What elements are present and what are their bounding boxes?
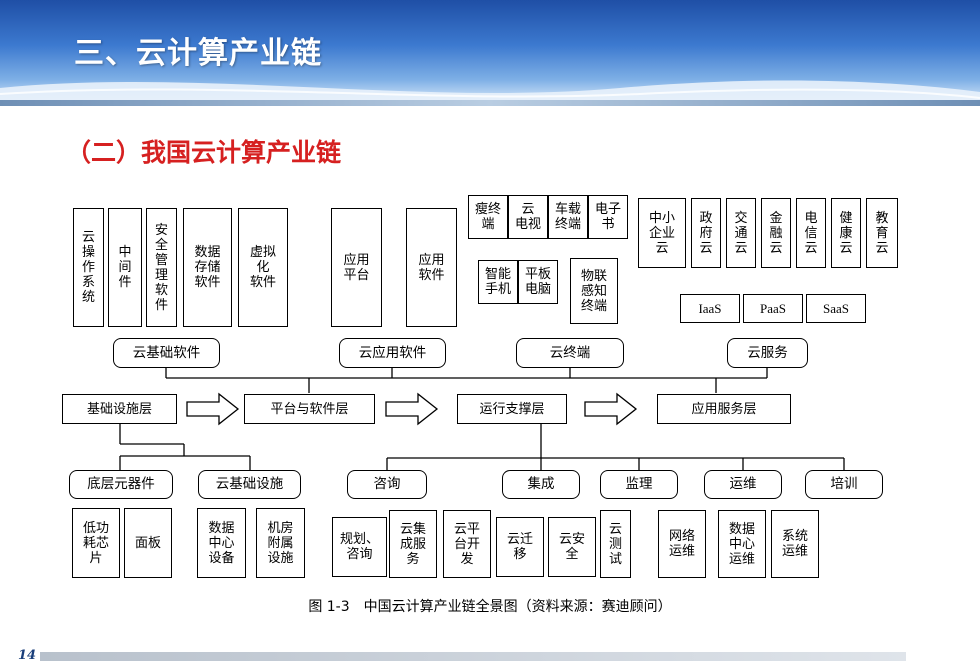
layer-infrastructure: 基础设施层	[62, 394, 177, 424]
arrow-1	[186, 392, 240, 426]
page-number: 14	[18, 648, 37, 663]
node-system-operations: 系统 运维	[771, 510, 819, 578]
node-sme-cloud: 中小 企业 云	[638, 198, 686, 268]
label-cloud-service: 云服务	[727, 338, 808, 368]
node-datacenter-operations: 数据 中心 运维	[718, 510, 766, 578]
node-health-cloud: 健 康 云	[831, 198, 861, 268]
label-operations: 运维	[704, 470, 782, 499]
node-telecom-cloud: 电 信 云	[796, 198, 826, 268]
node-panel: 面板	[124, 508, 172, 578]
node-gov-cloud: 政 府 云	[691, 198, 721, 268]
layer-platform-software: 平台与软件层	[244, 394, 375, 424]
node-ebook: 电子 书	[588, 195, 628, 239]
label-supervision: 监理	[600, 470, 678, 499]
footer-bar	[40, 652, 906, 661]
node-smartphone: 智能 手机	[478, 260, 518, 304]
node-cloud-tv: 云 电视	[508, 195, 548, 239]
node-saas: SaaS	[806, 294, 866, 323]
node-app-platform: 应用 平台	[331, 208, 382, 327]
node-paas: PaaS	[743, 294, 803, 323]
node-cloud-integration-service: 云集 成服 务	[389, 510, 437, 578]
page-title: 三、云计算产业链	[74, 36, 322, 71]
label-cloud-app-software: 云应用软件	[339, 338, 446, 368]
node-network-operations: 网络 运维	[658, 510, 706, 578]
label-base-components: 底层元器件	[69, 470, 173, 499]
node-cloud-security: 云安 全	[548, 517, 596, 577]
node-middleware: 中 间 件	[108, 208, 142, 327]
label-cloud-base-software: 云基础软件	[113, 338, 220, 368]
arrow-3	[584, 392, 638, 426]
label-training: 培训	[805, 470, 883, 499]
node-iot-terminal: 物联 感知 终端	[570, 258, 618, 324]
node-car-terminal: 车载 终端	[548, 195, 588, 239]
label-cloud-infrastructure: 云基础设施	[198, 470, 301, 499]
node-cloud-migration: 云迁 移	[496, 517, 544, 577]
node-cloud-testing: 云 测 试	[600, 510, 631, 578]
node-education-cloud: 教 育 云	[866, 198, 898, 268]
section-subtitle: （二）我国云计算产业链	[66, 138, 342, 167]
node-virtualization-software: 虚拟 化 软件	[238, 208, 288, 327]
node-low-power-chip: 低功 耗芯 片	[72, 508, 120, 578]
node-thin-client: 瘦终 端	[468, 195, 508, 239]
node-cloud-platform-dev: 云平 台开 发	[443, 510, 491, 578]
figure-caption: 图 1-3 中国云计算产业链全景图（资料来源：赛迪顾问）	[308, 599, 672, 615]
label-cloud-terminal: 云终端	[516, 338, 624, 368]
node-cloud-os: 云 操 作 系 统	[73, 208, 104, 327]
node-finance-cloud: 金 融 云	[761, 198, 791, 268]
node-security-software: 安 全 管 理 软 件	[146, 208, 177, 327]
layer-operation-support: 运行支撑层	[457, 394, 567, 424]
node-storage-software: 数据 存储 软件	[183, 208, 232, 327]
layer-application-service: 应用服务层	[657, 394, 791, 424]
header-swoosh	[0, 80, 980, 106]
header-divider	[0, 100, 980, 106]
node-app-software: 应用 软件	[406, 208, 457, 327]
node-planning-consulting: 规划、 咨询	[332, 517, 387, 577]
label-consulting: 咨询	[347, 470, 427, 499]
node-tablet: 平板 电脑	[518, 260, 558, 304]
node-datacenter-equipment: 数据 中心 设备	[197, 508, 246, 578]
node-facility: 机房 附属 设施	[256, 508, 305, 578]
node-iaas: IaaS	[680, 294, 740, 323]
node-transport-cloud: 交 通 云	[726, 198, 756, 268]
label-integration: 集成	[502, 470, 580, 499]
arrow-2	[385, 392, 439, 426]
